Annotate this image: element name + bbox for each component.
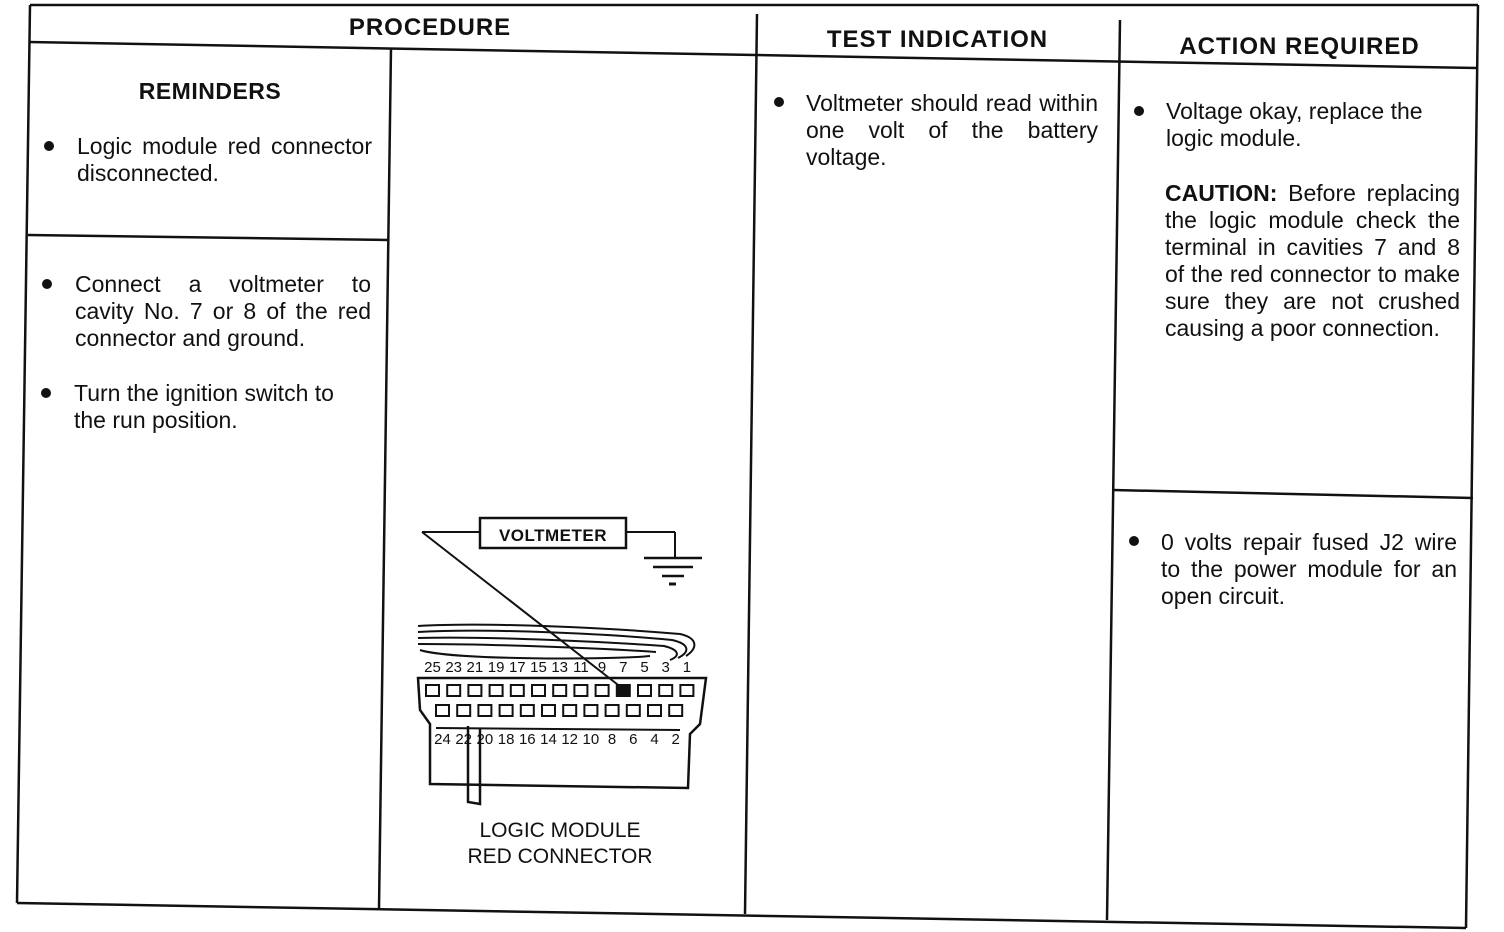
cavity-22 <box>456 704 472 717</box>
header-test-indication: TEST INDICATION <box>826 26 1049 53</box>
caption-line-1: LOGIC MODULE <box>479 819 641 842</box>
cavity-15 <box>531 684 546 697</box>
cavity-18 <box>498 704 514 717</box>
cavity-number-14: 14 <box>540 731 557 748</box>
test-indication-text: Voltmeter should read within one volt of… <box>806 90 1098 170</box>
cavity-3 <box>658 684 674 697</box>
cavity-25 <box>425 684 440 697</box>
cavity-2 <box>668 704 684 717</box>
cavity-number-17: 17 <box>509 659 526 676</box>
border-bottom <box>16 901 1467 930</box>
probe-lead-diagonal <box>421 531 623 689</box>
cavity-4 <box>647 704 662 717</box>
action-zero-volts: 0 volts repair fused J2 wire to the powe… <box>1161 529 1457 609</box>
bullet-icon <box>41 388 51 398</box>
cavity-17 <box>509 684 525 697</box>
cavity-number-23: 23 <box>445 659 462 676</box>
bullet-icon <box>1129 536 1139 546</box>
cavity-5 <box>637 684 652 697</box>
cavity-number-25: 25 <box>424 659 441 676</box>
cavity-number-19: 19 <box>488 659 505 676</box>
cavity-number-1: 1 <box>683 659 691 676</box>
reminders-divider <box>27 233 389 242</box>
cavity-number-16: 16 <box>519 731 536 748</box>
caution-label: CAUTION: <box>1165 180 1278 206</box>
action-divider <box>1112 488 1474 500</box>
cavity-number-12: 12 <box>561 731 578 748</box>
cavity-number-21: 21 <box>467 659 484 676</box>
procedure-step-1: Connect a voltmeter to cavity No. 7 or 8… <box>75 271 371 351</box>
cavity-number-22: 22 <box>455 731 472 748</box>
cavity-19 <box>488 684 504 697</box>
wire-bundle <box>417 623 696 661</box>
cavity-number-8: 8 <box>608 731 616 748</box>
housing-inner-line <box>435 727 681 731</box>
cavity-number-6: 6 <box>629 731 637 748</box>
col-divider-1 <box>377 47 393 909</box>
cavity-13 <box>552 684 568 697</box>
connector-housing <box>416 676 708 790</box>
cavity-number-5: 5 <box>640 659 648 676</box>
col-divider-3 <box>1105 19 1122 921</box>
cavity-11 <box>573 684 589 697</box>
border-left <box>15 4 32 904</box>
cavity-number-7: 7 <box>619 659 627 676</box>
caution-text: Before replacing the logic module check … <box>1165 180 1460 341</box>
cavity-number-18: 18 <box>498 731 515 748</box>
action-voltage-ok: Voltage okay, replace the logic module. <box>1166 98 1423 151</box>
cavity-number-3: 3 <box>662 659 670 676</box>
caption-line-2: RED CONNECTOR <box>467 845 653 868</box>
bullet-icon <box>774 97 784 107</box>
border-right <box>1464 4 1480 929</box>
cavity-number-24: 24 <box>434 731 451 748</box>
action-caution: CAUTION: Before replacing the logic modu… <box>1165 180 1460 342</box>
cavity-number-20: 20 <box>477 731 494 748</box>
cavity-6 <box>625 704 641 717</box>
cavity-number-2: 2 <box>672 731 680 748</box>
cavity-8 <box>604 704 620 717</box>
connector-latch <box>466 726 482 806</box>
cavity-20 <box>477 704 493 717</box>
reminders-title: REMINDERS <box>138 78 282 104</box>
cavity-number-13: 13 <box>551 659 568 676</box>
cavity-1 <box>679 684 695 697</box>
cavity-10 <box>583 704 599 717</box>
header-divider <box>28 40 1478 70</box>
bullet-icon <box>44 141 54 151</box>
connector-caption: LOGIC MODULE RED CONNECTOR <box>420 818 700 870</box>
cavity-7 <box>615 684 631 697</box>
reminder-item: Logic module red connector disconnected. <box>77 133 372 186</box>
cavity-14 <box>541 704 556 717</box>
cavities-top-row <box>425 684 695 697</box>
header-action-required: ACTION REQUIRED <box>1179 33 1420 60</box>
voltmeter-label: VOLTMETER <box>498 526 608 545</box>
header-procedure: PROCEDURE <box>348 14 512 41</box>
cavity-16 <box>519 704 535 717</box>
cavity-number-11: 11 <box>573 659 589 676</box>
cavity-12 <box>562 704 578 717</box>
cavity-number-10: 10 <box>583 731 600 748</box>
bullet-icon <box>1134 106 1144 116</box>
cavity-21 <box>467 684 483 697</box>
cavity-9 <box>594 684 610 697</box>
bullet-icon <box>42 279 52 289</box>
procedure-step-2: Turn the ignition switch to the run posi… <box>74 380 334 433</box>
col-divider-2 <box>743 13 759 915</box>
cavity-number-15: 15 <box>530 659 547 676</box>
cavity-23 <box>446 684 462 697</box>
cavity-number-9: 9 <box>598 659 606 676</box>
cavity-24 <box>435 704 450 717</box>
cavities-bottom-row <box>435 704 684 717</box>
cavity-number-4: 4 <box>650 731 658 748</box>
